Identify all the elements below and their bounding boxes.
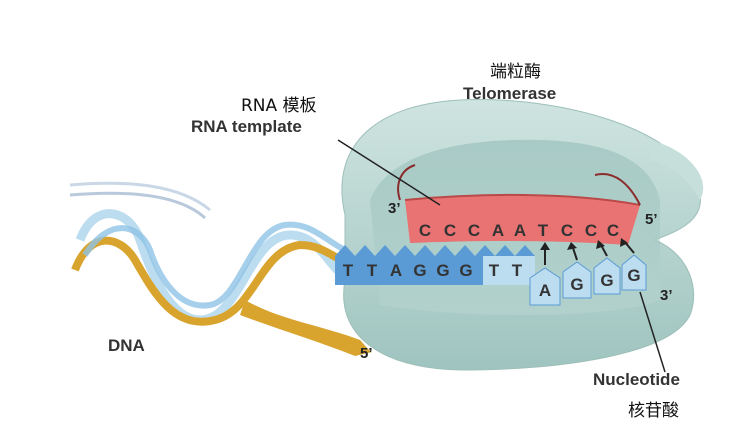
- dna-label: DNA: [108, 336, 145, 355]
- nucleotide-base-letter: G: [600, 271, 613, 290]
- dna-5prime-label: 5’: [360, 345, 373, 362]
- nucleotide-label-cn: 核苷酸: [628, 401, 679, 421]
- rna-template-label-en: RNA template: [191, 117, 302, 136]
- rna-5prime-label: 5’: [645, 211, 658, 228]
- rna-base-letter: T: [538, 221, 549, 240]
- dna-3prime-label: 3’: [660, 287, 673, 304]
- dna-base-letter: A: [390, 261, 402, 280]
- telomerase-label-en: Telomerase: [463, 84, 557, 103]
- dna-base-letter: T: [343, 261, 354, 280]
- rna-base-letter: A: [514, 221, 526, 240]
- rna-base-letter: C: [444, 221, 456, 240]
- dna-base-letter: T: [512, 261, 523, 280]
- rna-base-letter: C: [419, 221, 431, 240]
- dna-base-letter: G: [459, 261, 472, 280]
- dna-base-letter: T: [489, 261, 500, 280]
- dna-helix: [69, 181, 372, 356]
- nucleotide-group: [529, 238, 647, 306]
- rna-base-letter: C: [468, 221, 480, 240]
- dna-base-letter: G: [436, 261, 449, 280]
- nucleotide-base-letter: G: [627, 266, 640, 285]
- rna-template-block: [397, 164, 641, 245]
- telomerase-label-cn: 端粒酶: [490, 62, 541, 82]
- rna-base-letter: C: [607, 221, 619, 240]
- nucleotide-label-en: Nucleotide: [593, 370, 680, 389]
- nucleotide-base-letter: A: [539, 281, 551, 300]
- nucleotide-leader: [639, 291, 666, 373]
- nucleotide-base-letter: G: [570, 275, 583, 294]
- rna-template-label-cn: RNA 模板: [241, 96, 317, 116]
- rna-template-leader: [337, 139, 441, 206]
- rna-3prime-label: 3’: [388, 200, 401, 217]
- rna-base-letter: C: [561, 221, 573, 240]
- rna-base-letter: A: [492, 221, 504, 240]
- dna-base-letter: G: [413, 261, 426, 280]
- rna-base-letter: C: [585, 221, 597, 240]
- dna-strand-block: [335, 245, 535, 285]
- dna-base-letter: T: [367, 261, 378, 280]
